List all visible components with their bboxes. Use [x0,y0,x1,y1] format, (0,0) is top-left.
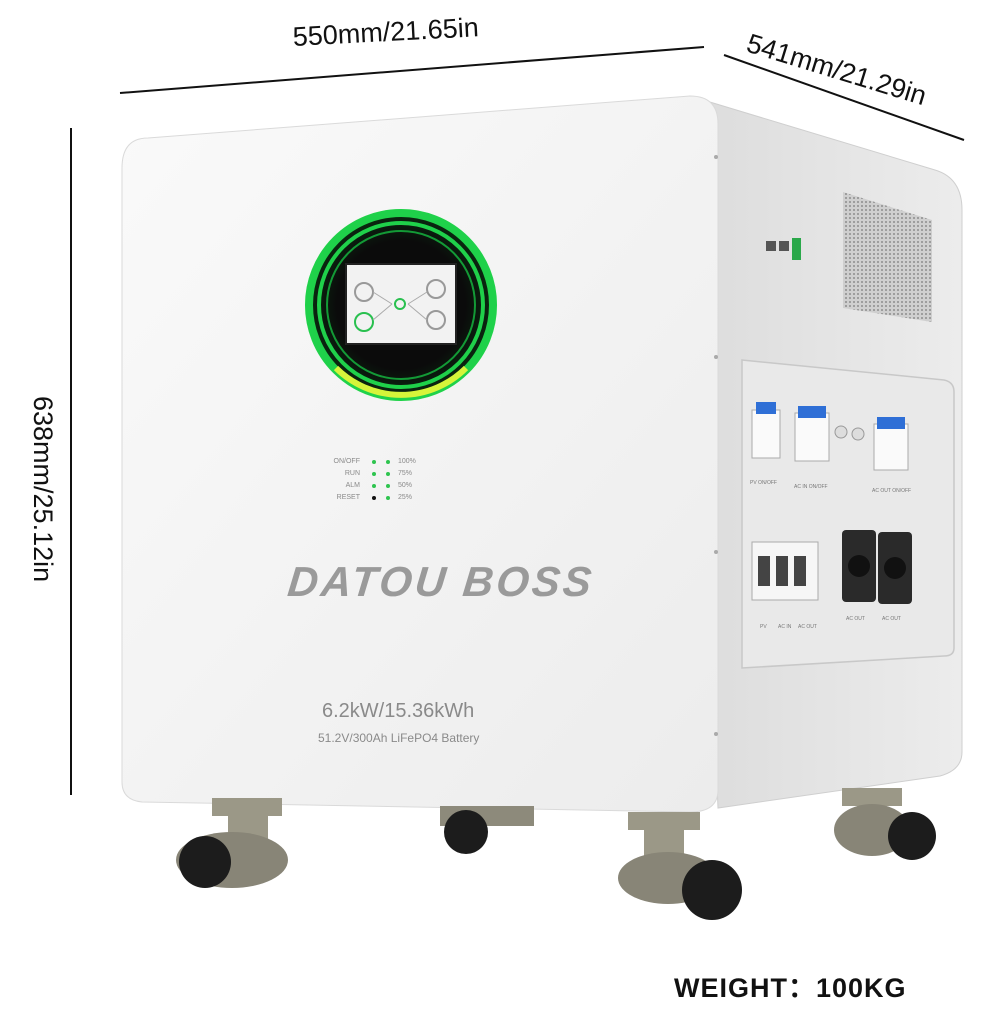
indicator-label: RUN [344,470,360,477]
terminal-block [792,238,801,260]
pv-terminal-label: PV [760,624,767,630]
caster-front-left [176,798,288,888]
ac-in-terminal-label: AC IN [778,624,792,630]
level-dot [386,496,390,500]
dimension-depth-line [723,54,965,141]
ac-in-onoff-label: AC IN ON/OFF [794,484,828,490]
ac-out-breaker [873,417,909,471]
ac-out-terminal-label: AC OUT [798,624,817,630]
caster-front-right [618,812,742,920]
led-dot [372,484,376,488]
led-dot [372,496,376,500]
network-port-2 [779,241,789,251]
ac-out-socket-2-label: AC OUT [882,616,901,622]
ac-out-socket-1 [842,530,876,602]
lcd-screen [345,263,457,345]
indicator-level: 75% [398,470,413,477]
indicator-level: 100% [398,458,416,465]
level-dot [386,472,390,476]
pv-breaker [751,402,781,459]
power-rating: 6.2kW/15.36kWh [322,700,475,722]
indicator-level: 50% [398,482,413,489]
weight-label: WEIGHT：100KG [674,973,907,1003]
led-dot [372,472,376,476]
switch-knob-2 [851,427,865,441]
brand-logo: DATOU BOSS [285,558,597,605]
ac-out-onoff-label: AC OUT ON/OFF [872,488,912,494]
caster-back-left [440,806,534,854]
switch-knob-1 [834,425,848,439]
level-dot [386,484,390,488]
caster-back-right [834,788,936,860]
indicator-label: ON/OFF [333,458,360,465]
battery-spec: 51.2V/300Ah LiFePO4 Battery [318,731,480,745]
led-dot [372,460,376,464]
network-port [766,241,776,251]
level-dot [386,460,390,464]
indicator-label: RESET [336,494,360,501]
pv-onoff-label: PV ON/OFF [750,480,777,486]
ac-out-socket-1-label: AC OUT [846,616,865,622]
dimension-width-line [119,46,705,94]
indicator-label: ALM [345,482,360,489]
indicator-level: 25% [398,494,413,501]
ac-out-socket-2 [878,532,912,604]
side-vent-mesh [843,192,932,322]
ac-in-breaker [794,406,830,462]
